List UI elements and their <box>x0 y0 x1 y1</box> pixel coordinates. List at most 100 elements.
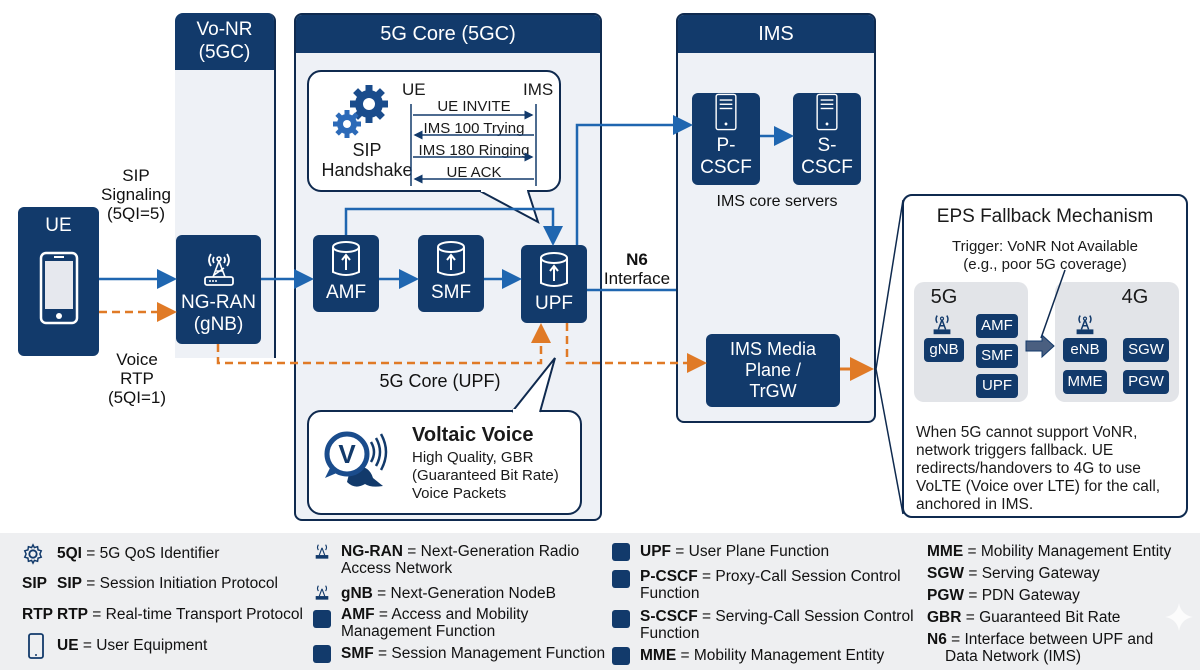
ngran-node[interactable]: NG-RAN (gNB) <box>176 235 261 344</box>
square-icon <box>612 610 630 628</box>
square-icon <box>612 647 630 665</box>
eps-description: When 5G cannot support VoNR, network tri… <box>916 424 1160 514</box>
legend-key: MME <box>927 543 964 560</box>
sip-msg-0: UE INVITE <box>437 98 511 115</box>
square-icon <box>313 645 331 663</box>
legend-desc: = Interface between UPF and <box>946 631 1154 648</box>
sip-handshake-callout: SIP Handshake UE IMS UE INVITE IMS 100 T… <box>307 70 561 192</box>
ngran-label-1: NG-RAN <box>181 292 256 313</box>
eps-desc-line: redirects/handovers to 4G to use <box>916 460 1141 477</box>
antenna-icon <box>1076 315 1094 335</box>
legend-desc: = Mobility Management Entity <box>963 543 1172 560</box>
database-icon <box>540 252 568 287</box>
server-icon <box>715 93 737 131</box>
n6-line2: Interface <box>603 269 671 288</box>
antenna-icon <box>203 253 234 286</box>
eps-title: EPS Fallback Mechanism <box>936 206 1154 227</box>
legend-desc: Function <box>640 585 700 602</box>
antenna-icon <box>933 315 951 335</box>
voltaic-line2: (Guaranteed Bit Rate) <box>412 467 559 484</box>
square-icon <box>612 570 630 588</box>
legend-desc: = 5G QoS Identifier <box>81 545 220 562</box>
lane-ims-header: IMS <box>678 15 874 53</box>
eps-4g-pgw: PGW <box>1123 370 1169 394</box>
legend-key: PGW <box>927 587 965 604</box>
voltaic-title: Voltaic Voice <box>412 424 534 446</box>
legend-key: SIP <box>57 575 82 592</box>
eps-desc-line: anchored in IMS. <box>916 496 1034 513</box>
antenna-icon <box>315 544 329 559</box>
ngran-label-2: (gNB) <box>193 314 244 335</box>
legend: 5QI = 5G QoS Identifier SIP SIP = Sessio… <box>0 533 1200 670</box>
database-icon <box>437 241 465 276</box>
scscf-label: S-CSCF <box>801 135 853 178</box>
eps-desc-line: When 5G cannot support VoNR, <box>916 424 1138 441</box>
legend-upf: UPF = User Plane Function <box>640 543 829 560</box>
eps-5g-smf: SMF <box>976 344 1018 368</box>
legend-desc: = Serving-Call Session Control <box>697 608 914 625</box>
eps-trigger-1: Trigger: VoNR Not Available <box>952 238 1138 255</box>
legend-key: UPF <box>640 543 671 560</box>
eps-trigger-2: (e.g., poor 5G coverage) <box>963 256 1127 273</box>
lane-vonr-title-2: (5GC) <box>198 42 251 63</box>
eps-desc-line: network triggers fallback. UE <box>916 442 1114 459</box>
amf-node[interactable]: AMF <box>313 235 379 312</box>
ue-node[interactable]: UE <box>18 207 99 356</box>
pcscf-label: P-CSCF <box>700 135 752 178</box>
ims-media-line1: IMS Media <box>729 339 817 359</box>
eps-desc-line: VoLTE (Voice over LTE) for the call, <box>916 478 1161 495</box>
legend-desc: = PDN Gateway <box>964 587 1080 604</box>
legend-key: GBR <box>927 609 962 626</box>
ims-media-plane-node[interactable]: IMS Media Plane / TrGW <box>706 334 840 407</box>
upf-label: UPF <box>535 293 573 314</box>
sip-signaling-line3: (5QI=5) <box>106 204 166 223</box>
upf-core-label: 5G Core (UPF) <box>379 371 501 391</box>
pcscf-node[interactable]: P-CSCF <box>692 93 760 185</box>
legend-desc: Data Network (IMS) <box>945 648 1082 665</box>
sip-signaling-line2: Signaling <box>101 185 171 204</box>
voice-rtp-line1: Voice <box>116 350 158 369</box>
scscf-node[interactable]: S-CSCF <box>793 93 861 185</box>
server-icon <box>816 93 838 131</box>
sip-msg-2: IMS 180 Ringing <box>418 142 530 159</box>
eps-4g-enb: eNB <box>1063 338 1107 362</box>
ims-servers-caption: IMS core servers <box>716 193 838 210</box>
voice-rtp-line3: (5QI=1) <box>107 388 167 407</box>
sip-ue-party: UE <box>402 80 426 99</box>
smf-node[interactable]: SMF <box>418 235 484 312</box>
ims-media-line2: Plane / <box>744 360 802 380</box>
legend-desc: = Guaranteed Bit Rate <box>961 609 1121 626</box>
legend-mme: MME = Mobility Management Entity <box>927 543 1171 560</box>
legend-desc: = Proxy-Call Session Control <box>697 568 901 585</box>
legend-rtp-abbrev: RTP <box>22 606 53 623</box>
legend-gnb: gNB = Next-Generation NodeB <box>341 585 556 602</box>
eps-5g-title: 5G <box>930 286 958 308</box>
voltaic-icon-letter: V <box>338 439 356 469</box>
legend-desc: = Serving Gateway <box>964 565 1100 582</box>
antenna-icon <box>315 585 329 600</box>
lane-vonr-header: Vo-NR (5GC) <box>175 13 274 70</box>
voice-rtp-line2: RTP <box>120 369 154 388</box>
legend-key: SGW <box>927 565 965 582</box>
legend-sip-abbrev: SIP <box>22 575 47 592</box>
legend-key: gNB <box>341 585 373 602</box>
sip-signaling-line1: SIP <box>122 166 150 185</box>
phone-icon <box>28 633 44 659</box>
legend-mme-col3: MME = Mobility Management Entity <box>640 647 884 664</box>
sip-signaling-label: SIP Signaling (5QI=5) <box>96 166 176 223</box>
voltaic-voice-callout: V Voltaic Voice High Quality, GBR (Guara… <box>307 410 582 515</box>
eps-5g-amf: AMF <box>976 314 1018 338</box>
legend-sgw: SGW = Serving Gateway <box>927 565 1100 582</box>
legend-desc: Management Function <box>341 623 496 640</box>
lane-vonr-title-1: Vo-NR <box>196 19 253 40</box>
upf-node[interactable]: UPF <box>521 245 587 323</box>
sip-ims-party: IMS <box>523 80 554 99</box>
amf-label: AMF <box>325 282 367 303</box>
legend-desc: = Next-Generation Radio <box>403 543 580 560</box>
legend-desc: Function <box>640 625 700 642</box>
legend-key: N6 <box>927 631 947 648</box>
legend-key: NG-RAN <box>341 543 403 560</box>
